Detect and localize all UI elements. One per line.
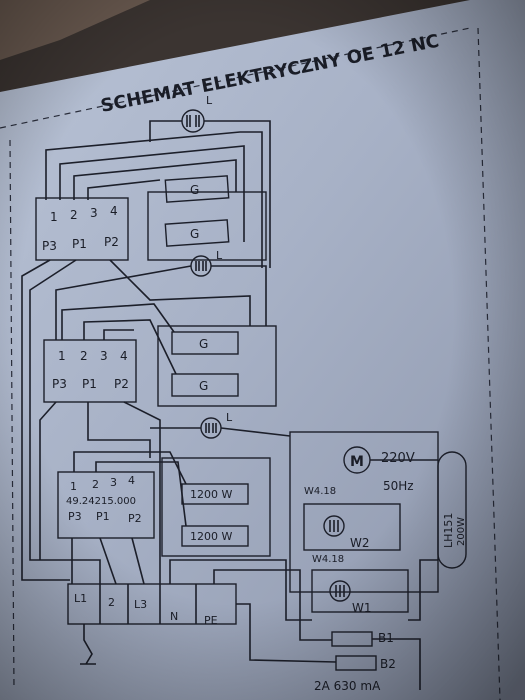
lamp-3-label: L: [226, 411, 233, 424]
switch-2-pin-4: 4: [120, 349, 128, 363]
terminal-n: N: [170, 610, 178, 623]
switch-1-port-p2: P2: [104, 235, 119, 249]
switch-1-pin-4: 4: [110, 204, 118, 218]
terminal-2: 2: [108, 596, 115, 609]
lamp-1-label: L: [206, 94, 213, 107]
thermostat-w2-label: W2: [350, 536, 370, 550]
terminal-l3: L3: [134, 598, 147, 611]
switch-3-code: 49.24215.000: [66, 496, 136, 507]
switch-3-port-p3: P3: [68, 510, 82, 523]
heater-g-3-label: G: [199, 337, 208, 351]
switch-1-pin-2: 2: [70, 208, 78, 222]
motor-label: M: [350, 454, 364, 470]
motor-voltage: 220V: [381, 451, 415, 466]
switch-3-port-p1: P1: [96, 510, 110, 523]
switch-2-port-p1: P1: [82, 377, 97, 391]
heater-g-4-label: G: [199, 379, 208, 393]
side-heater-power: 200W: [456, 517, 467, 546]
heater-g-2-label: G: [190, 227, 199, 241]
heater-g-1-label: G: [190, 183, 199, 197]
heater-1200-2-label: 1200 W: [190, 530, 232, 543]
switch-3-pin-3: 3: [110, 476, 117, 489]
switch-2-pin-1: 1: [58, 349, 66, 363]
switch-2-pin-2: 2: [80, 349, 88, 363]
switch-3-pin-1: 1: [70, 480, 77, 493]
motor-winding-label: W4.18: [304, 486, 336, 497]
motor-frequency: 50Hz: [383, 479, 414, 493]
thermostat-w1-label: W1: [352, 601, 372, 615]
switch-3-pin-2: 2: [92, 478, 99, 491]
terminal-pe: PE: [204, 614, 218, 627]
terminal-l1: L1: [74, 592, 87, 605]
switch-1-pin-3: 3: [90, 206, 98, 220]
switch-2-port-p3: P3: [52, 377, 67, 391]
switch-1-port-p3: P3: [42, 239, 57, 253]
fuse-rating: 2A 630 mA: [314, 679, 381, 693]
switch-2-port-p2: P2: [114, 377, 129, 391]
heater-1200-1-label: 1200 W: [190, 488, 232, 501]
switch-3-pin-4: 4: [128, 474, 135, 487]
switch-1-pin-1: 1: [50, 210, 58, 224]
fuse-b1-label: B1: [378, 631, 394, 645]
fuse-b2-label: B2: [380, 657, 396, 671]
switch-3-port-p2: P2: [128, 512, 142, 525]
lamp-2-label: L: [216, 249, 223, 262]
switch-2-pin-3: 3: [100, 349, 108, 363]
side-heater-name: LH151: [442, 513, 455, 548]
thermostat-w4-label: W4.18: [312, 554, 344, 565]
switch-1-port-p1: P1: [72, 237, 87, 251]
